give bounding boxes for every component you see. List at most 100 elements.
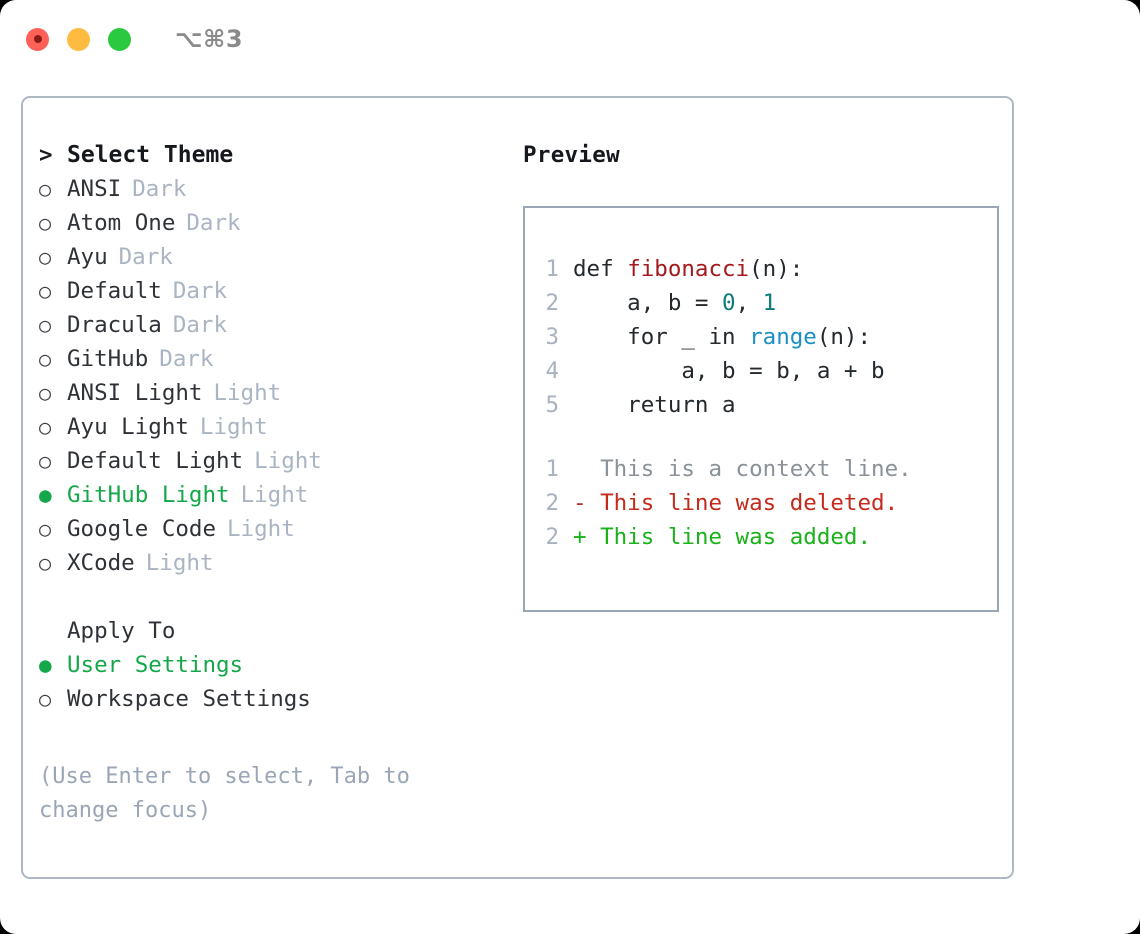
keyboard-hint-text: (Use Enter to select, Tab to change focu… xyxy=(39,764,410,823)
close-button[interactable] xyxy=(26,27,49,51)
radio-unselected-icon[interactable]: ○ xyxy=(39,177,52,201)
line-number: 2 xyxy=(545,290,559,316)
theme-variant-tag: Dark xyxy=(118,244,173,270)
radio-unselected-icon[interactable]: ○ xyxy=(39,415,52,439)
code-token: for _ in xyxy=(573,324,750,350)
radio-unselected-icon[interactable]: ○ xyxy=(39,279,52,303)
select-theme-header: > Select Theme xyxy=(39,142,501,176)
line-number: 2 xyxy=(545,490,559,516)
radio-unselected-icon[interactable]: ○ xyxy=(39,245,52,269)
radio-selected-icon[interactable]: ● xyxy=(39,483,52,507)
code-token: , xyxy=(735,290,763,316)
code-text: return a xyxy=(573,392,736,418)
diff-gap xyxy=(587,490,601,516)
diff-gap xyxy=(587,456,601,482)
code-diff-separator xyxy=(543,426,997,456)
code-token: a, b = b, a + b xyxy=(573,358,885,384)
code-line: 3 for _ in range(n): xyxy=(543,324,997,358)
theme-list-item[interactable]: ○ ANSI Light Light xyxy=(39,380,501,414)
theme-list-item[interactable]: ○ GitHub Dark xyxy=(39,346,501,380)
radio-unselected-icon[interactable]: ○ xyxy=(39,313,52,337)
line-number: 5 xyxy=(545,392,559,418)
code-token: fibonacci xyxy=(627,256,750,282)
code-token: def xyxy=(573,256,628,282)
code-line: 4 a, b = b, a + b xyxy=(543,358,997,392)
theme-variant-tag: Light xyxy=(199,414,268,440)
diff-sign: + xyxy=(573,524,587,550)
radio-unselected-icon[interactable]: ○ xyxy=(39,551,52,575)
line-number: 2 xyxy=(545,524,559,550)
title-bar: ⌥⌘3 xyxy=(0,0,1140,78)
theme-variant-tag: Dark xyxy=(132,176,187,202)
theme-list-item[interactable]: ● GitHub Light Light xyxy=(39,482,501,516)
code-line: 2 a, b = 0, 1 xyxy=(543,290,997,324)
radio-selected-icon[interactable]: ● xyxy=(39,653,52,677)
theme-name-label: ANSI Light xyxy=(67,380,203,406)
preview-title: Preview xyxy=(523,142,620,168)
theme-name-label: Default xyxy=(67,278,162,304)
line-number: 4 xyxy=(545,358,559,384)
line-number: 3 xyxy=(545,324,559,350)
apply-to-title: Apply To xyxy=(67,618,176,644)
code-text: for _ in range(n): xyxy=(573,324,871,350)
code-text: def fibonacci(n): xyxy=(573,256,803,282)
theme-variant-tag: Dark xyxy=(172,278,228,304)
diff-text: This line was added. xyxy=(600,524,872,550)
diff-sign xyxy=(573,456,587,482)
theme-name-label: Dracula xyxy=(67,312,162,338)
theme-list-item[interactable]: ○ Ayu Dark xyxy=(39,244,501,278)
code-line: 5 return a xyxy=(543,392,997,426)
code-token: (n): xyxy=(749,256,804,282)
apply-to-item[interactable]: ○ Workspace Settings xyxy=(39,686,501,720)
theme-name-label: GitHub Light xyxy=(67,482,230,508)
radio-unselected-icon[interactable]: ○ xyxy=(39,517,52,541)
line-number: 1 xyxy=(545,256,559,282)
radio-unselected-icon[interactable]: ○ xyxy=(39,449,52,473)
diff-line: 2- This line was deleted. xyxy=(543,490,997,524)
theme-variant-tag: Dark xyxy=(159,346,214,372)
diff-text: This is a context line. xyxy=(600,456,912,482)
theme-list-item[interactable]: ○ Default Dark xyxy=(39,278,501,312)
theme-list-item[interactable]: ○ ANSI Dark xyxy=(39,176,501,210)
radio-unselected-icon[interactable]: ○ xyxy=(39,687,52,711)
diff-gap xyxy=(587,524,601,550)
theme-name-label: GitHub xyxy=(67,346,149,372)
theme-variant-tag: Light xyxy=(227,516,295,542)
theme-variant-tag: Light xyxy=(213,380,282,406)
window-controls xyxy=(26,27,131,51)
zoom-button[interactable] xyxy=(108,27,131,51)
theme-name-label: Ayu xyxy=(67,244,108,270)
code-token: 1 xyxy=(762,290,777,316)
radio-unselected-icon[interactable]: ○ xyxy=(39,211,52,235)
radio-unselected-icon[interactable]: ○ xyxy=(39,381,52,405)
code-token: return a xyxy=(573,392,736,418)
theme-variant-tag: Light xyxy=(240,482,309,508)
code-line: 1 def fibonacci(n): xyxy=(543,256,997,290)
apply-to-label: User Settings xyxy=(67,652,244,678)
theme-variant-tag: Dark xyxy=(186,210,241,236)
diff-sign: - xyxy=(573,490,587,516)
minimize-button[interactable] xyxy=(67,27,90,51)
theme-name-label: ANSI xyxy=(67,176,122,202)
apply-to-label: Workspace Settings xyxy=(67,686,311,712)
apply-to-item[interactable]: ● User Settings xyxy=(39,652,501,686)
radio-unselected-icon[interactable]: ○ xyxy=(39,347,52,371)
code-token: range xyxy=(749,324,817,350)
apply-to-header: Apply To xyxy=(39,618,501,652)
list-separator xyxy=(39,584,501,618)
diff-sample: 1 This is a context line.2- This line wa… xyxy=(543,456,997,558)
code-token: (n): xyxy=(816,324,872,350)
